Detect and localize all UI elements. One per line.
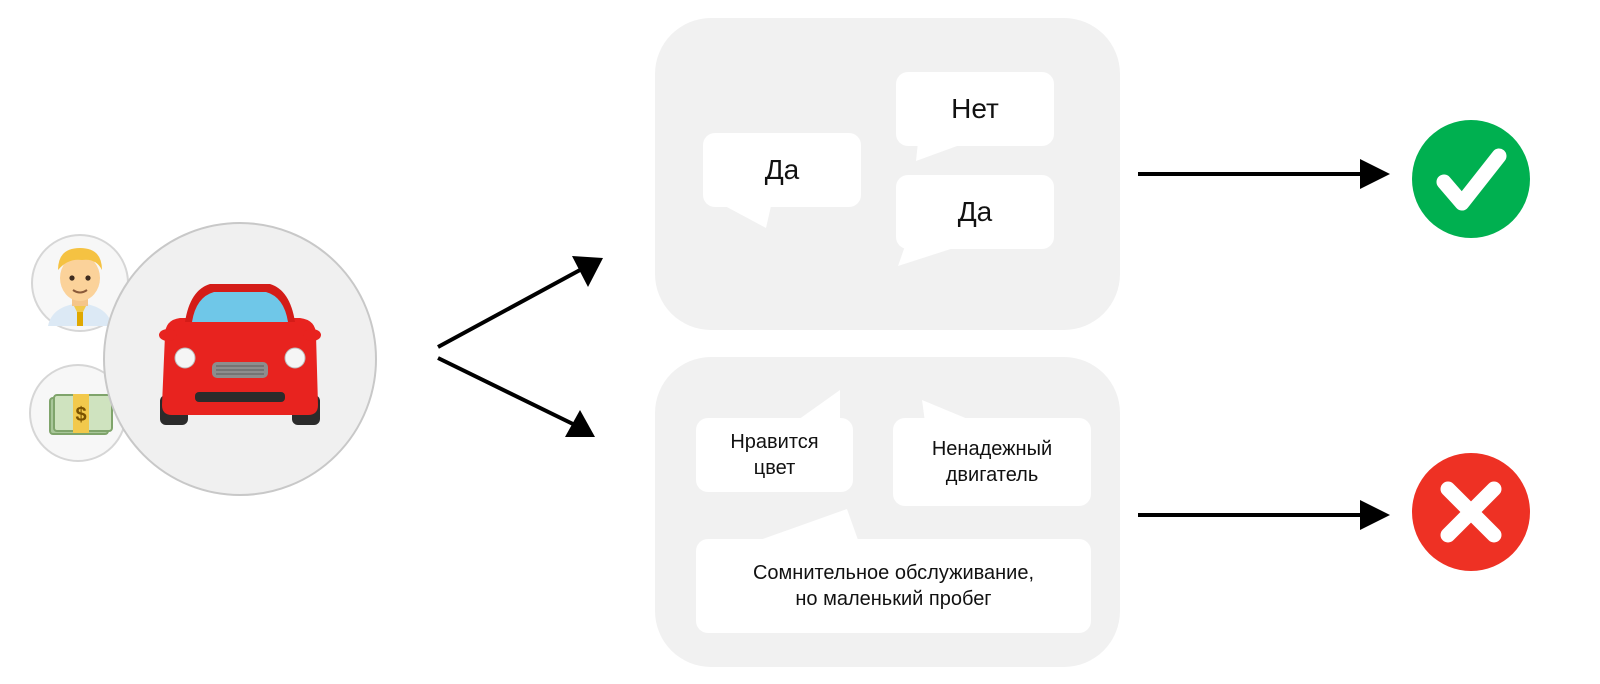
bubble-tail	[760, 509, 858, 540]
red-car-icon	[103, 222, 377, 496]
answer-bubble: Да	[896, 175, 1054, 249]
opinion-bubble: Сомнительное обслуживание, но маленький …	[696, 539, 1091, 633]
bubble-tail	[916, 142, 968, 161]
svg-text:$: $	[75, 404, 86, 426]
answer-text: Да	[957, 196, 993, 227]
bubble-tail	[725, 206, 771, 228]
check-icon	[1412, 120, 1530, 238]
bubble-tail	[922, 400, 975, 422]
answer-text: Да	[764, 154, 800, 185]
man-office-worker-icon	[31, 234, 129, 332]
arrow-to-reject	[1138, 500, 1390, 530]
opinion-text: Ненадежный двигатель	[931, 438, 1053, 486]
answer-bubble: Нет	[896, 72, 1054, 146]
opinion-text: Сомнительное обслуживание, но маленький …	[752, 562, 1035, 610]
answer-bubble: Да	[703, 133, 861, 207]
opinion-bubble: Ненадежный двигатель	[893, 418, 1091, 506]
opinion-bubble: Нравится цвет	[696, 418, 853, 492]
arrow-to-negative	[437, 356, 595, 437]
cross-icon	[1412, 453, 1530, 571]
dollar-banknote-icon: $	[29, 364, 127, 462]
opinion-text: Нравится цвет	[730, 431, 819, 479]
arrow-to-accept	[1138, 159, 1390, 189]
arrow-to-positive	[437, 256, 603, 349]
bubble-tail	[898, 246, 960, 266]
answer-text: Нет	[951, 93, 999, 124]
bubble-tail	[795, 390, 840, 422]
